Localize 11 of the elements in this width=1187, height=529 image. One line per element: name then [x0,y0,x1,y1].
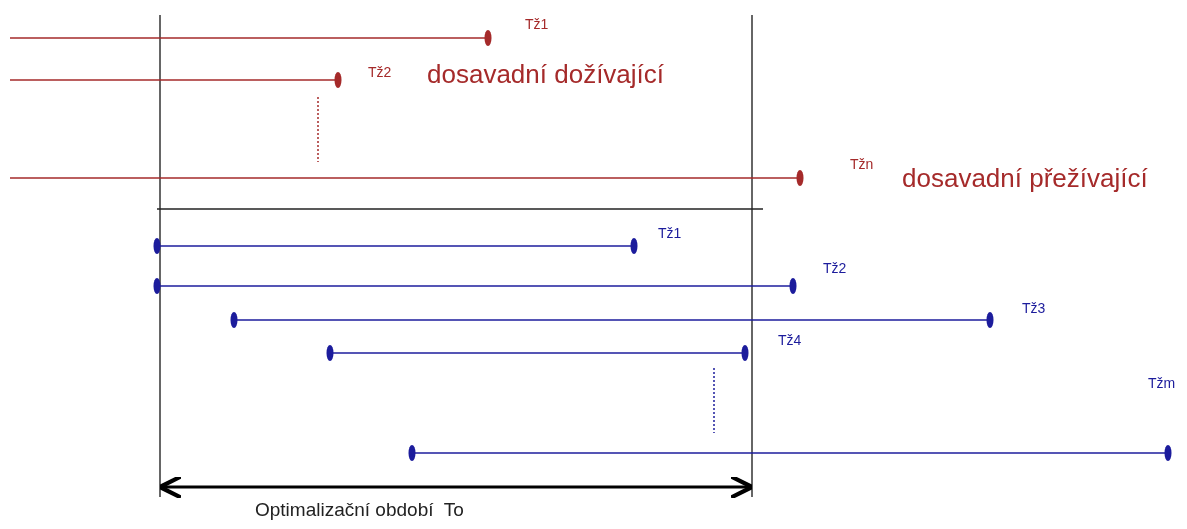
lifetime-label: Tž1 [525,17,549,33]
lifetime-label: Tžm [1148,376,1176,392]
lifetime-label: Tžn [850,157,874,173]
lifetime-label: Tž3 [1022,301,1046,317]
lifetime-label: Tž2 [823,261,847,277]
lifetime-label: Tž2 [368,65,392,81]
group-label: dosavadní přežívající [902,164,1148,193]
lifetime-label: Tž1 [658,226,682,242]
lifetime-label: Tž4 [778,333,802,349]
group-label: dosavadní dožívající [427,60,665,89]
period-label: Optimalizační období To [255,500,464,521]
